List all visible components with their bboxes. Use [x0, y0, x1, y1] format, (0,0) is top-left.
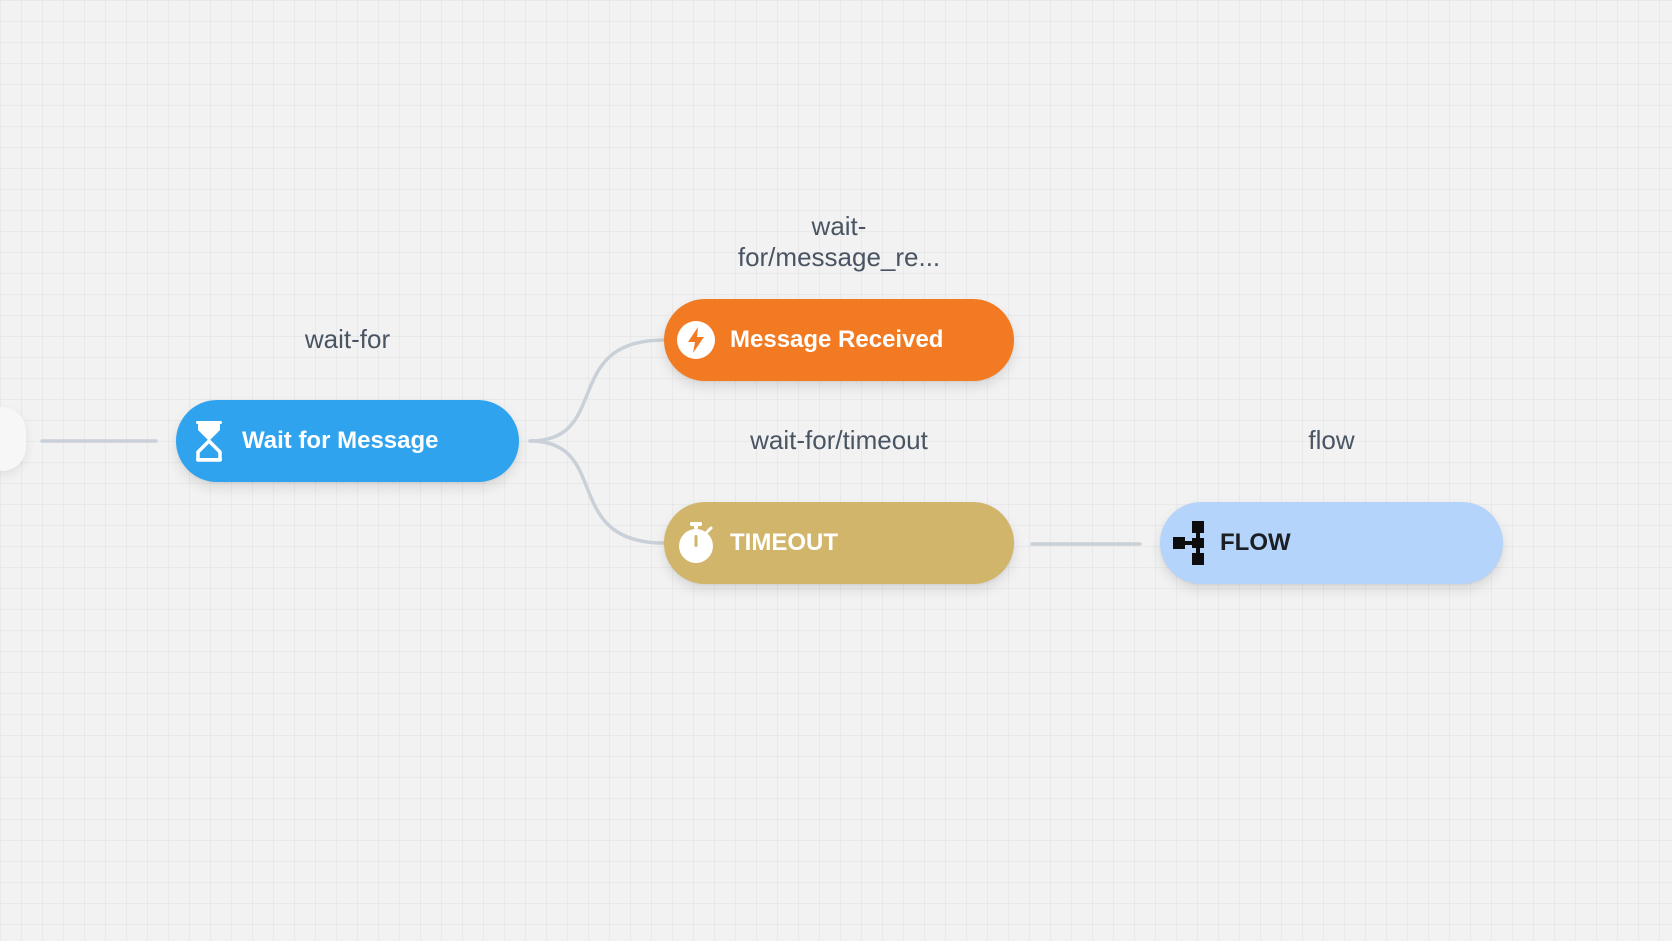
node-type-label-timeout: wait-for/timeout	[750, 425, 928, 455]
hourglass-icon	[192, 420, 226, 462]
node-type-label-message-received: wait-for/message_re...	[737, 211, 941, 272]
flow-title: FLOW	[1220, 529, 1291, 556]
message-received-title: Message Received	[730, 326, 944, 353]
node-type-label-flow: flow	[1308, 425, 1355, 455]
previous-node-stub[interactable]	[0, 407, 26, 471]
flow-node[interactable]: FLOW	[1160, 502, 1503, 584]
timeout-node[interactable]: TIMEOUT	[664, 502, 1014, 584]
flow-icon	[1172, 520, 1208, 566]
edge-wait-for-message-to-timeout	[528, 439, 666, 545]
edge-wait-for-message-to-message-received	[528, 338, 666, 443]
wait-for-message-node[interactable]: Wait for Message	[176, 400, 519, 482]
timeout-title: TIMEOUT	[730, 529, 838, 556]
stopwatch-icon	[676, 521, 716, 565]
node-type-label-wait-for: wait-for	[304, 324, 391, 354]
message-received-node[interactable]: Message Received	[664, 299, 1014, 381]
wait-for-message-title: Wait for Message	[242, 427, 439, 454]
lightning-icon	[676, 320, 716, 360]
